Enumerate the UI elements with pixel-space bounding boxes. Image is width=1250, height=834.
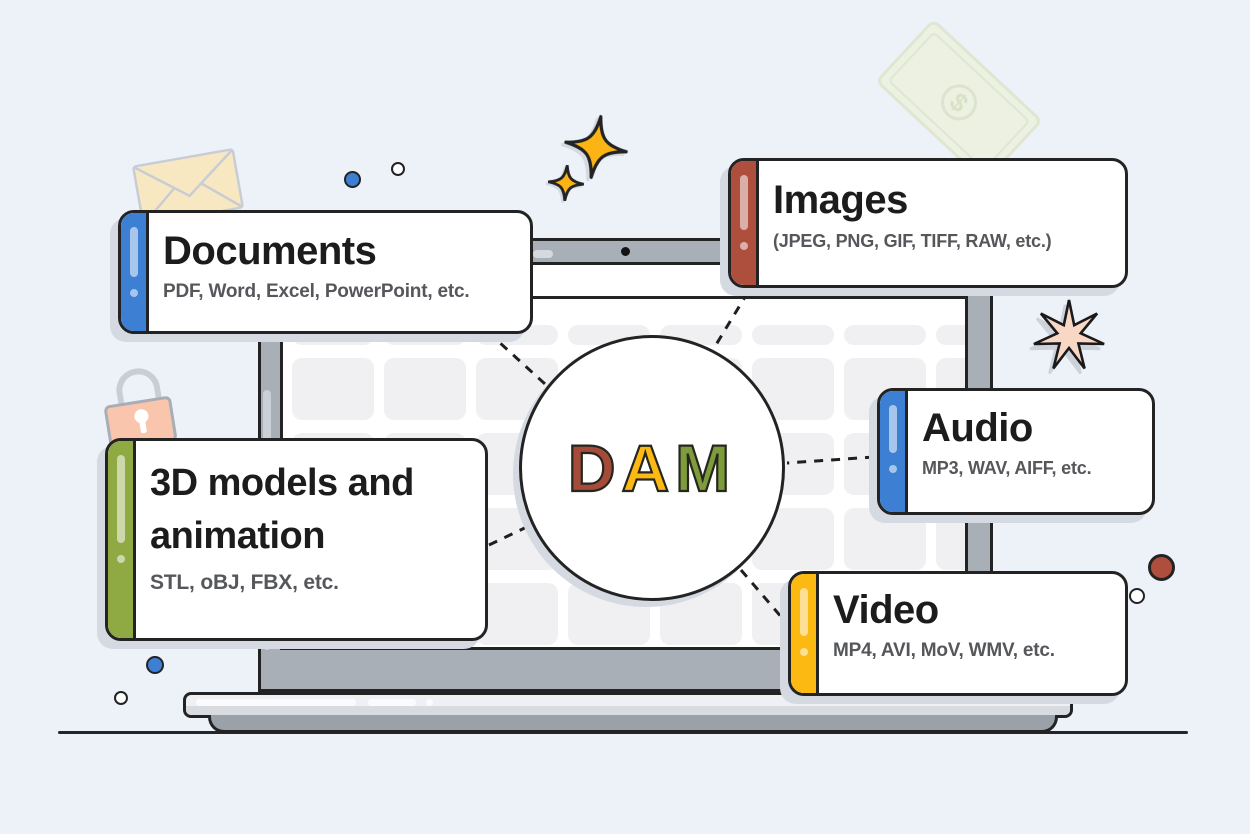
card-formats: MP3, WAV, AIFF, etc. <box>922 458 1092 479</box>
card-formats: STL, oBJ, FBX, etc. <box>150 571 339 595</box>
accent-highlight <box>117 455 125 543</box>
accent-dot <box>130 289 138 297</box>
card-accent-bar <box>108 441 136 638</box>
screen-tile <box>936 508 965 570</box>
card-title: 3D models and animation <box>150 462 414 558</box>
card-3d-models: 3D models and animation STL, oBJ, FBX, e… <box>105 438 488 641</box>
dot-blue <box>146 656 164 674</box>
deck-highlight-dot <box>426 699 433 706</box>
screen-tile <box>384 358 466 420</box>
dot-blue <box>344 171 361 188</box>
card-formats: (JPEG, PNG, GIF, TIFF, RAW, etc.) <box>773 231 1052 252</box>
laptop-base <box>208 715 1058 733</box>
accent-highlight <box>889 405 897 453</box>
card-formats: MP4, AVI, MoV, WMV, etc. <box>833 640 1055 662</box>
screen-tile <box>752 325 834 345</box>
dam-center-circle: DAM <box>519 335 785 601</box>
envelope-icon <box>131 147 244 226</box>
card-accent-bar <box>880 391 908 512</box>
accent-dot <box>800 648 808 656</box>
card-accent-bar <box>731 161 759 285</box>
card-documents: Documents PDF, Word, Excel, PowerPoint, … <box>118 210 533 334</box>
card-title: Images <box>773 178 908 222</box>
dam-acronym: DAM <box>567 430 737 506</box>
card-accent-bar <box>791 574 819 693</box>
screen-tile <box>936 325 965 345</box>
screen-tile <box>844 508 926 570</box>
bezel-highlight <box>533 250 553 258</box>
dot-white <box>391 162 405 176</box>
card-audio: Audio MP3, WAV, AIFF, etc. <box>877 388 1155 515</box>
accent-highlight <box>800 588 808 636</box>
sparkle-icon <box>547 164 585 202</box>
card-video: Video MP4, AVI, MoV, WMV, etc. <box>788 571 1128 696</box>
card-images: Images (JPEG, PNG, GIF, TIFF, RAW, etc.) <box>728 158 1128 288</box>
dot-white <box>1129 588 1145 604</box>
accent-dot <box>889 465 897 473</box>
accent-highlight <box>130 227 138 277</box>
dam-letter-d: D <box>567 430 622 506</box>
keyhole-stem <box>139 419 148 434</box>
accent-highlight <box>740 175 748 230</box>
screen-tile <box>292 358 374 420</box>
webcam-icon <box>621 247 630 256</box>
card-formats: PDF, Word, Excel, PowerPoint, etc. <box>163 281 470 303</box>
dot-white <box>114 691 128 705</box>
screen-tile <box>844 325 926 345</box>
sparkle-icon <box>559 108 633 185</box>
deck-highlight <box>196 699 356 706</box>
card-title: Documents <box>163 229 377 273</box>
screen-tile <box>476 583 558 645</box>
dam-letter-m: M <box>674 430 737 506</box>
deck-highlight <box>368 699 416 706</box>
frame-highlight <box>263 390 271 446</box>
accent-dot <box>740 242 748 250</box>
card-title: Audio <box>922 406 1033 450</box>
burst-icon <box>1033 298 1107 376</box>
accent-dot <box>117 555 125 563</box>
dot-red <box>1148 554 1175 581</box>
card-accent-bar <box>121 213 149 331</box>
dam-letter-a: A <box>620 430 676 506</box>
card-title: Video <box>833 588 939 632</box>
